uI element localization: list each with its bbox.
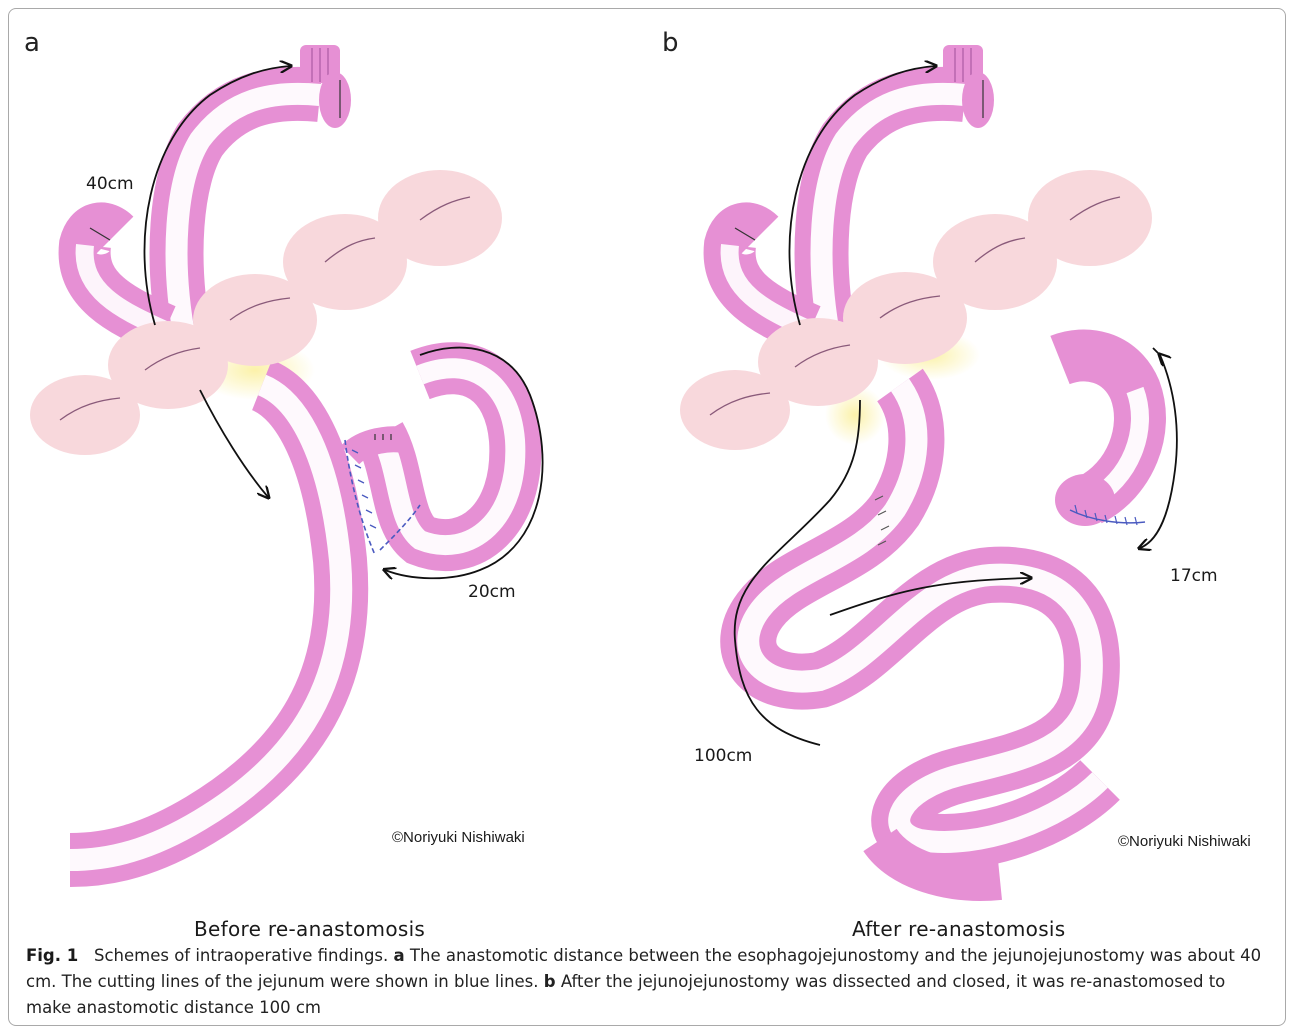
panel-a-letter: a <box>24 28 40 58</box>
roux-loop <box>380 368 515 545</box>
panel-b-letter: b <box>662 28 679 58</box>
copyright-a: ©Noriyuki Nishiwaki <box>392 829 525 846</box>
subtitle-before: Before re-anastomosis <box>194 917 425 941</box>
caption-b-key: b <box>544 972 556 991</box>
label-20cm: 20cm <box>468 582 516 602</box>
label-17cm: 17cm <box>1170 566 1218 586</box>
label-40cm: 40cm <box>86 174 134 194</box>
subtitle-after: After re-anastomosis <box>852 917 1066 941</box>
panel-a-drawing <box>30 45 543 860</box>
figure-caption: Fig. 1 Schemes of intraoperative finding… <box>26 943 1271 1021</box>
right-hook-loop <box>1055 355 1140 526</box>
s-shaped-limb <box>748 385 1100 881</box>
caption-intro: Schemes of intraoperative findings. <box>94 946 388 965</box>
copyright-b: ©Noriyuki Nishiwaki <box>1118 833 1251 850</box>
caption-a-key: a <box>394 946 405 965</box>
panel-b-drawing <box>680 45 1177 881</box>
label-100cm: 100cm <box>694 746 752 766</box>
jejunum-distal-limb <box>70 385 341 860</box>
caption-fig-label: Fig. 1 <box>26 946 78 965</box>
